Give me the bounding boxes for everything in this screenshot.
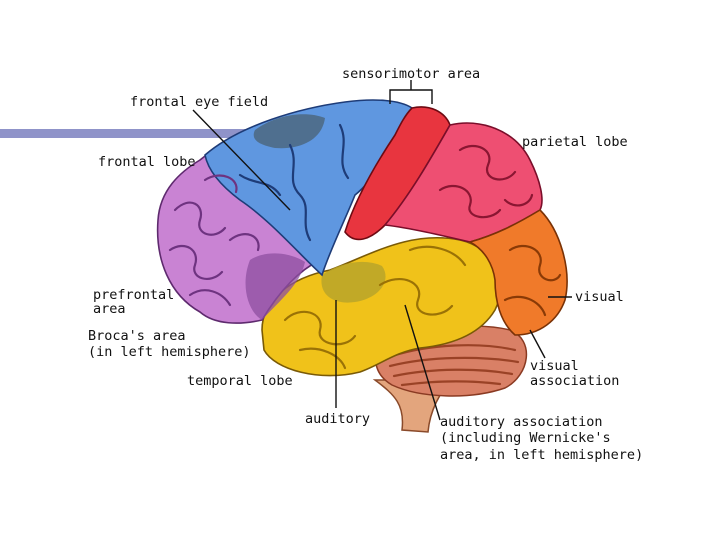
label-visual: visual [575, 289, 624, 305]
label-visual-association-2: association [530, 373, 619, 389]
leader-frontal-eye-field [192, 109, 291, 211]
gyri-folds-frontal [168, 174, 260, 307]
label-prefrontal-1: prefrontal [93, 287, 174, 303]
leader-lines [192, 80, 572, 421]
label-frontal-eye-field: frontal eye field [130, 94, 268, 110]
label-broca-1: Broca's area [88, 328, 186, 344]
leader-visual-association [529, 329, 546, 359]
accent-bar [0, 129, 262, 138]
leader-sensorimotor [389, 80, 433, 104]
labels: sensorimotor area frontal eye field fron… [88, 66, 643, 463]
label-broca-2: (in left hemisphere) [88, 344, 251, 360]
prefrontal-dark [245, 253, 305, 320]
label-prefrontal-2: area [93, 301, 126, 317]
auditory-area [321, 261, 386, 303]
label-visual-association-1: visual [530, 358, 579, 374]
label-auditory: auditory [305, 411, 370, 427]
motor-cortex [204, 99, 414, 277]
label-frontal-lobe: frontal lobe [98, 154, 196, 170]
label-sensorimotor: sensorimotor area [342, 66, 480, 82]
label-auditory-association-3: area, in left hemisphere) [440, 447, 643, 463]
gyri-folds-motor [238, 123, 350, 242]
label-auditory-association-2: (including Wernicke's [440, 430, 611, 446]
gyri-folds-parietal [438, 144, 534, 219]
label-parietal-lobe: parietal lobe [522, 134, 628, 150]
label-temporal-lobe: temporal lobe [187, 373, 293, 389]
gyri-folds-temporal [283, 245, 467, 370]
visual-area [467, 208, 568, 336]
leader-auditory-association [404, 304, 441, 421]
label-auditory-association-1: auditory association [440, 414, 603, 430]
frontal-eye-field [253, 114, 325, 149]
gyri-folds-occipital [503, 244, 562, 317]
